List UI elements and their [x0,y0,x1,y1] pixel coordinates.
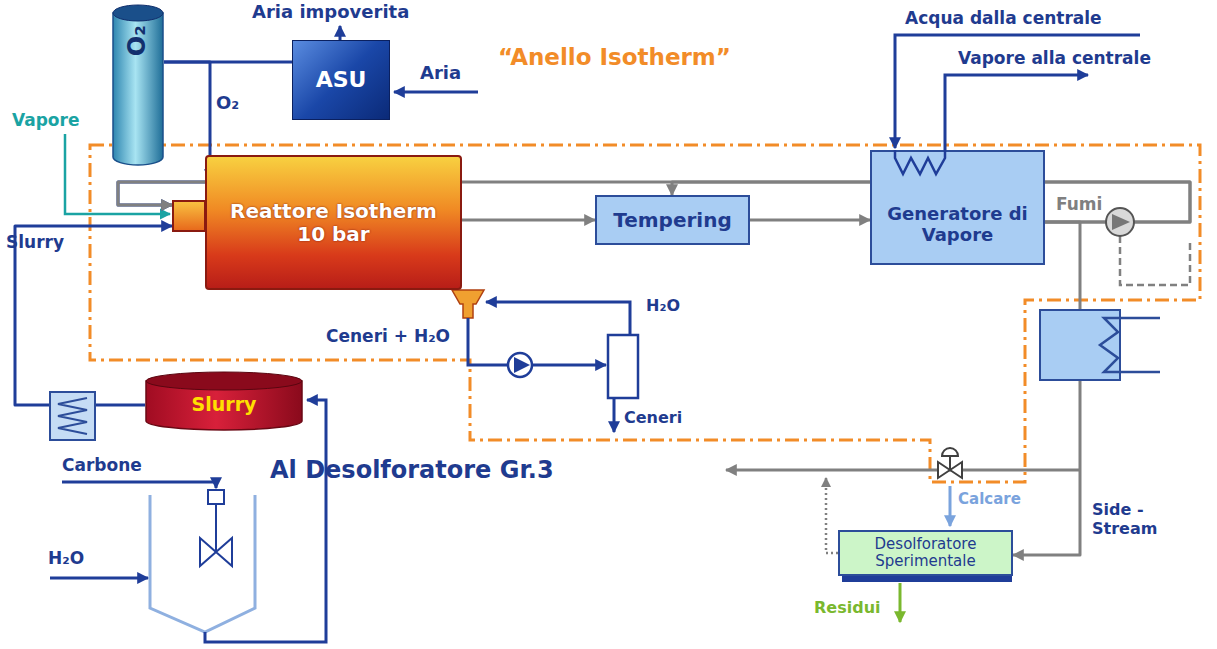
stream-label: Ceneri + H₂O [326,326,450,346]
stream-label: Aria [420,62,461,84]
isotherm-loop-boundary [90,145,1200,482]
stream-label: Ceneri [624,408,682,427]
water-feed-arrow [50,577,148,580]
pump-symbol [508,353,532,377]
steam-outlet-line [945,75,1088,150]
ash-separator [608,335,638,398]
reactor-box: Reattore Isotherm 10 bar [172,155,462,290]
depleted-air-arrow [339,26,342,40]
cylinder-top [146,372,302,390]
stream-label: Calcare [958,490,1021,508]
mixer-impeller [200,538,232,566]
stream-label: Fumi [1056,194,1102,214]
ash-outlet-arrow [613,398,616,432]
stream-label: Acqua dalla centrale [905,8,1102,28]
fan-symbol [1112,214,1130,230]
water-return-line [486,302,630,335]
pump-symbol [514,357,530,373]
ash-hopper [452,290,484,318]
valve-actuator [942,448,958,470]
fan-bypass-line [1120,236,1190,285]
residue-arrow [899,583,902,622]
stream-label: Side - Stream [1092,500,1168,538]
fan-symbol [1106,208,1134,236]
stream-label: Vapore alla centrale [958,48,1151,68]
pipe-connector [15,226,172,405]
flue-gas-line [726,469,1080,472]
node-label: Reattore Isotherm 10 bar [213,200,454,246]
tank-label: O₂ [124,17,152,65]
stream-label: Slurry [6,232,64,252]
stream-label: Aria impoverita [252,1,409,23]
node-label: ASU [299,67,383,92]
burner [172,200,206,232]
mixer-motor [208,490,224,504]
gas-cooler-coil [1100,318,1160,372]
stream-label: O₂ [216,92,239,114]
heat-exchanger-coil [58,398,87,434]
asu-box: ASU [292,40,390,120]
heat-exchanger [50,392,95,440]
mixer-shaft [215,504,217,552]
steam-coil [895,150,945,174]
steam-generator-box: Generatore di Vapore [870,150,1045,265]
cylinder-body [113,13,163,165]
stream-label: Al Desolforatore Gr.3 [270,456,554,485]
node-label: Generatore di Vapore [878,204,1037,245]
stream-label: Residui [814,598,881,617]
node-label: Tempering [603,209,742,232]
stream-label: H₂O [646,296,680,315]
desulfurizer-box: Desolforatore Sperimentale [838,530,1013,576]
desulfurizer-base [842,576,1012,582]
oxygen-tank: O₂ [112,5,164,165]
node-label: Slurry [151,394,297,416]
slurry-transfer-line [205,400,326,642]
cylinder-top [113,5,163,21]
slurry-tank: Slurry [145,372,303,430]
node-label: Desolforatore Sperimentale [846,536,1005,571]
mixer-tank [150,495,255,632]
stream-label: Carbone [62,455,142,475]
ash-water-line [468,318,606,365]
stream-label: Vapore [12,110,79,130]
air-inlet-arrow [394,91,478,94]
process-box: Tempering [595,195,750,245]
stream-label: H₂O [48,548,84,568]
pipe-connector [462,219,595,222]
steam-coil [870,150,1045,190]
stream-label: “Anello Isotherm” [498,44,731,72]
return-gas-line [826,478,838,553]
limestone-arrow [949,486,952,526]
pipe-connector [750,219,870,222]
pipe-connector [1013,222,1080,555]
coal-feed-arrow [62,482,216,488]
